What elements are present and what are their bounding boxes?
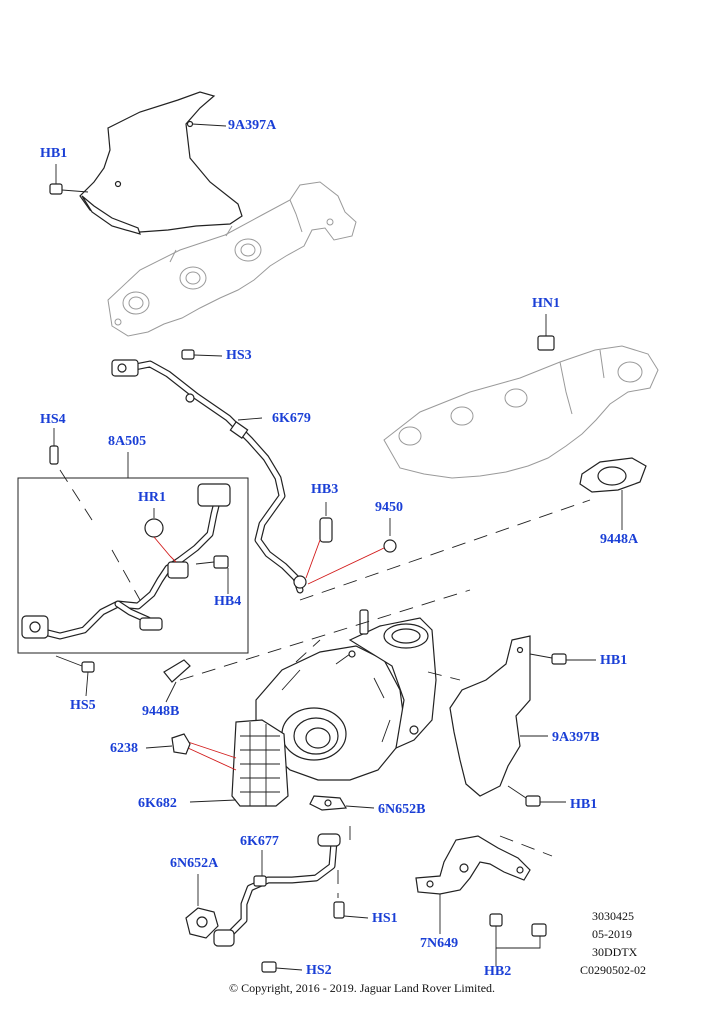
bracket-7n649	[415, 835, 553, 934]
bolt-hb2	[489, 913, 547, 966]
exhaust-manifold-ghost-left	[107, 181, 357, 337]
reference-engine-code: 30DDTX	[592, 945, 638, 959]
bolt-hb1-low	[507, 785, 566, 807]
heat-shield-9a397b	[427, 635, 548, 797]
bolt-hb1-top	[49, 164, 89, 195]
pipe-6k677	[213, 826, 351, 947]
callout-7n649[interactable]: 7N649	[420, 936, 459, 951]
callout-6k677[interactable]: 6K677	[240, 834, 279, 849]
actuator-6k682	[187, 719, 289, 807]
callout-hb2[interactable]: HB2	[484, 964, 512, 979]
callout-9448a[interactable]: 9448A	[600, 532, 639, 547]
callout-9450[interactable]: 9450	[375, 500, 403, 515]
callout-hs5[interactable]: HS5	[70, 698, 96, 713]
callout-6k682[interactable]: 6K682	[138, 796, 177, 811]
callout-8a505[interactable]: 8A505	[108, 434, 147, 449]
copyright-notice: © Copyright, 2016 - 2019. Jaguar Land Ro…	[228, 981, 496, 995]
callout-9a397a[interactable]: 9A397A	[228, 118, 277, 133]
callout-6n652a[interactable]: 6N652A	[170, 856, 219, 871]
callout-hs2[interactable]: HS2	[306, 963, 332, 978]
bolt-hs4	[49, 428, 59, 465]
seal-ring-hr1	[144, 508, 177, 563]
egr-pipe-assembly-8a505	[17, 452, 249, 654]
bolt-hs1	[333, 870, 369, 919]
callout-6k679[interactable]: 6K679	[272, 411, 311, 426]
turbocharger	[179, 589, 471, 781]
callout-6n652b[interactable]: 6N652B	[378, 802, 426, 817]
callout-hb1-low[interactable]: HB1	[570, 797, 598, 812]
callout-hb1-right[interactable]: HB1	[600, 653, 628, 668]
gasket-9448b	[163, 659, 191, 703]
nut-hn1	[537, 314, 555, 351]
fitting-hb3	[305, 502, 333, 579]
callout-hb4[interactable]: HB4	[214, 594, 242, 609]
callout-hs3[interactable]: HS3	[226, 348, 252, 363]
reference-date: 05-2019	[592, 927, 632, 941]
bolt-hb1-right	[529, 653, 596, 665]
callout-6238[interactable]: 6238	[110, 741, 138, 756]
washer-9450	[307, 518, 397, 585]
callout-hb3[interactable]: HB3	[311, 482, 339, 497]
callout-hs1[interactable]: HS1	[372, 911, 398, 926]
bolt-hs3	[181, 349, 223, 360]
heat-shield-9a397a	[79, 91, 243, 235]
callout-hn1[interactable]: HN1	[532, 296, 560, 311]
gasket-9448a	[299, 457, 647, 601]
bolt-hs2	[261, 961, 303, 973]
callout-hb1-top[interactable]: HB1	[40, 146, 68, 161]
callout-9a397b[interactable]: 9A397B	[552, 730, 600, 745]
bolt-hs5	[55, 655, 95, 697]
gasket-6n652a	[185, 874, 219, 939]
callout-hr1[interactable]: HR1	[138, 490, 166, 505]
callout-9448b[interactable]: 9448B	[142, 704, 180, 719]
callout-hs4[interactable]: HS4	[40, 412, 66, 427]
reference-illustration-code: C0290502-02	[580, 963, 646, 977]
bolt-hb4	[195, 555, 229, 594]
clip-6238	[145, 733, 191, 755]
pipe-6k679	[111, 359, 307, 594]
gasket-6n652b	[309, 795, 375, 811]
exhaust-manifold-ghost-right	[383, 345, 659, 479]
reference-code-1: 3030425	[592, 909, 634, 923]
